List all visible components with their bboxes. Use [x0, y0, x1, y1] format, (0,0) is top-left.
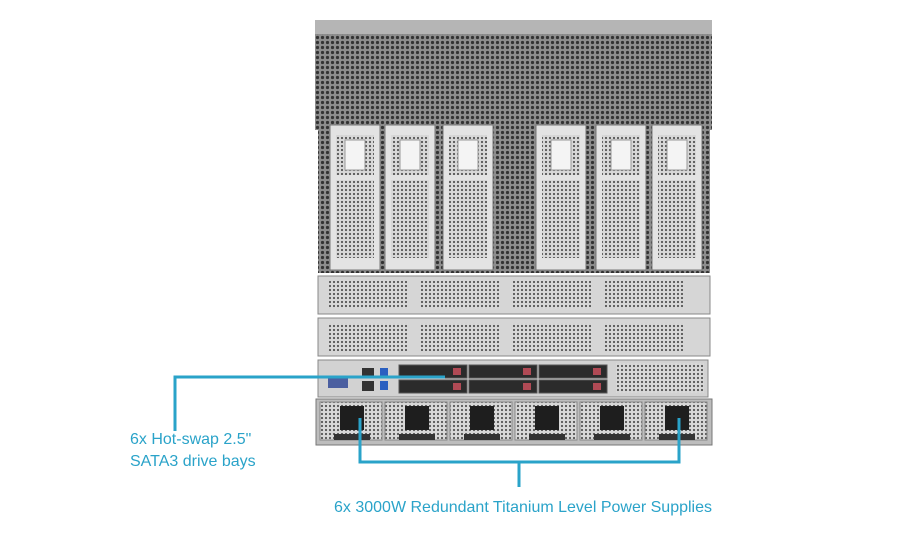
- chassis-top-vent: [315, 20, 712, 130]
- drive-bay: [538, 364, 608, 379]
- drive-bay: [398, 379, 468, 394]
- power-inlet-icon: [470, 406, 494, 430]
- psu-callout: 6x 3000W Redundant Titanium Level Power …: [334, 499, 712, 516]
- power-inlet-icon: [405, 406, 429, 430]
- drive-bays-line2: SATA3 drive bays: [130, 453, 256, 470]
- drive-bays-line1: 6x Hot-swap 2.5": [130, 431, 252, 448]
- drive-bays-callout: 6x Hot-swap 2.5" SATA3 drive bays: [130, 429, 256, 473]
- power-inlet-icon: [535, 406, 559, 430]
- drive-bay: [468, 364, 538, 379]
- drive-bay: [538, 379, 608, 394]
- power-inlet-icon: [665, 406, 689, 430]
- drive-callout-line: [173, 375, 445, 431]
- power-inlet-icon: [600, 406, 624, 430]
- drive-bay: [468, 379, 538, 394]
